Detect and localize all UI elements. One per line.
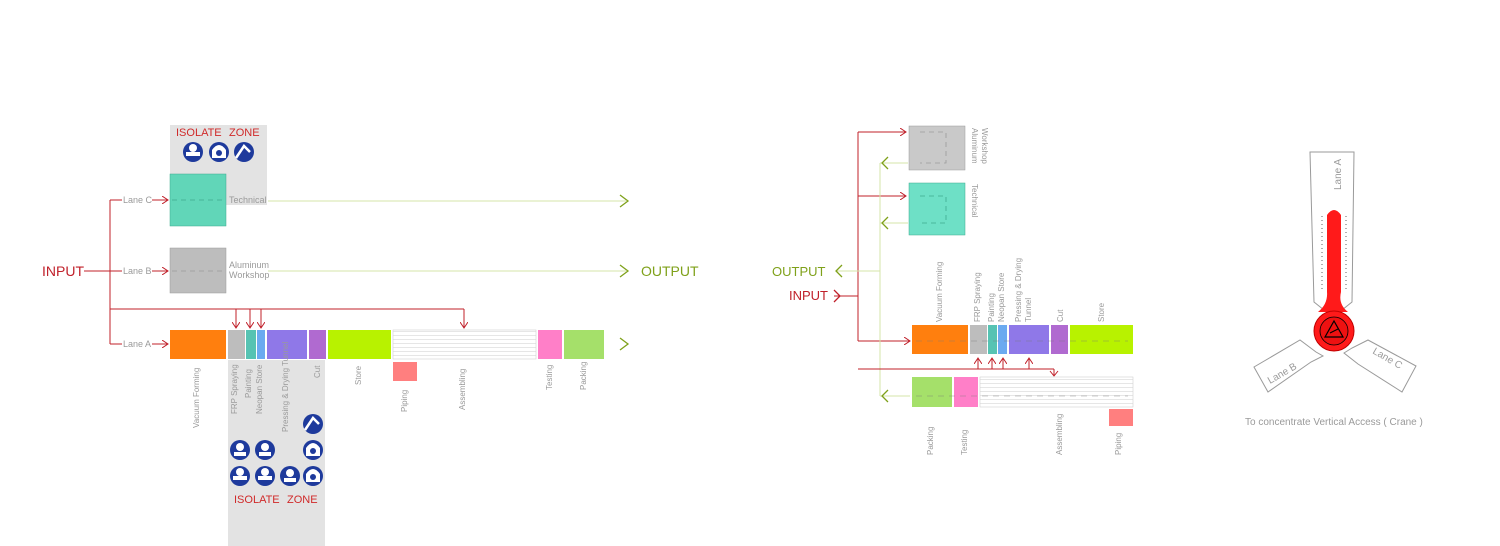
middle-label-frp-spraying: FRP Spraying	[973, 272, 982, 322]
aluminum-workshop-block	[169, 247, 227, 294]
lane-b-label: Lane B	[123, 266, 152, 276]
middle-label-vacuum-forming: Vacuum Forming	[935, 262, 944, 322]
lane-a-label: Lane A	[123, 339, 151, 349]
block-testing	[538, 330, 562, 359]
ppe-breathing-icon	[303, 414, 323, 434]
block-frp-spraying	[228, 330, 245, 359]
label-painting: Painting	[244, 369, 253, 398]
middle-block-piping	[1109, 409, 1133, 426]
ppe-mask-icon	[230, 440, 250, 460]
block-piping	[393, 362, 417, 381]
lane-a-output-arrow	[619, 337, 630, 351]
crane-warning-icon	[1323, 319, 1345, 338]
middle-block-cut	[1051, 325, 1068, 354]
middle-diagram: INPUT OUTPUT Aluminum Workshop Technical…	[772, 125, 1134, 455]
middle-label-pressing-drying-1: Pressing & Drying	[1014, 258, 1023, 322]
middle-block-store	[1070, 325, 1133, 354]
block-cut	[309, 330, 326, 359]
isolate-zone-bottom-label-2: ZONE	[287, 494, 318, 506]
middle-label-pressing-drying-2: Tunnel	[1024, 298, 1033, 322]
middle-label-neopan-store: Neopan Store	[997, 272, 1006, 322]
left-diagram: ISOLATE ZONE INPUT Lane C Lane B Lane A	[42, 125, 699, 546]
middle-aluminum-label-2: Workshop	[980, 128, 989, 164]
block-packing	[564, 330, 604, 359]
label-cut: Cut	[313, 365, 322, 378]
ppe-face-shield-icon	[303, 466, 323, 486]
ppe-breathing-icon	[234, 142, 254, 162]
right-diagram: Lane A Lane B Lane C To concentrate Vert…	[1245, 151, 1423, 428]
middle-output-label: OUTPUT	[772, 264, 826, 279]
label-packing: Packing	[579, 362, 588, 390]
middle-technical-label: Technical	[970, 184, 979, 218]
label-piping: Piping	[400, 390, 409, 412]
isolate-zone-bottom-label-1: ISOLATE	[234, 494, 280, 506]
lane-b-arm	[1253, 339, 1325, 393]
crane-boom	[1318, 210, 1348, 312]
block-neopan-store	[257, 330, 265, 359]
technical-label: Technical	[229, 195, 267, 205]
ppe-goggles-icon	[230, 466, 250, 486]
ppe-face-shield-icon	[303, 440, 323, 460]
block-painting	[246, 330, 256, 359]
middle-block-painting	[988, 325, 997, 354]
middle-block-testing	[954, 377, 978, 407]
lane-b-output-arrow	[619, 264, 630, 278]
block-assembling	[392, 329, 537, 360]
ppe-mask-icon	[280, 466, 300, 486]
middle-label-packing: Packing	[926, 427, 935, 455]
left-input-label: INPUT	[42, 263, 84, 279]
block-pressing-drying	[267, 330, 307, 359]
middle-block-neopan-store	[998, 325, 1007, 354]
label-frp-spraying: FRP Spraying	[230, 364, 239, 414]
label-vacuum-forming: Vacuum Forming	[192, 368, 201, 428]
label-store: Store	[354, 365, 363, 385]
block-vacuum-forming	[170, 330, 226, 359]
middle-technical-block	[908, 182, 966, 236]
isolate-zone-top-label-2: ZONE	[229, 127, 260, 139]
label-assembling: Assembling	[458, 369, 467, 410]
middle-label-store: Store	[1097, 302, 1106, 322]
middle-block-assembling	[979, 376, 1134, 408]
middle-label-painting: Painting	[987, 293, 996, 322]
lane-a-label: Lane A	[1333, 159, 1344, 190]
middle-label-cut: Cut	[1056, 309, 1065, 322]
label-neopan-store: Neopan Store	[255, 364, 264, 414]
middle-label-testing: Testing	[960, 430, 969, 455]
crane-caption: To concentrate Vertical Access ( Crane )	[1245, 417, 1423, 428]
lane-c-output-arrow	[619, 194, 630, 208]
label-testing: Testing	[545, 365, 554, 390]
aluminum-label-2: Workshop	[229, 270, 269, 280]
middle-label-piping: Piping	[1114, 433, 1123, 455]
middle-block-frp-spraying	[970, 325, 987, 354]
middle-label-assembling: Assembling	[1055, 414, 1064, 455]
block-store	[328, 330, 391, 359]
technical-block	[169, 173, 227, 227]
middle-block-packing	[912, 377, 952, 407]
middle-input-label: INPUT	[789, 288, 828, 303]
label-pressing-drying: Pressing & Drying Tunnel	[281, 342, 290, 432]
isolate-zone-top-label-1: ISOLATE	[176, 127, 222, 139]
ppe-goggles-icon	[183, 142, 203, 162]
lane-c-arm	[1343, 339, 1417, 393]
ppe-face-shield-icon	[209, 142, 229, 162]
middle-aluminum-label-1: Aluminum	[970, 128, 979, 164]
left-output-label: OUTPUT	[641, 263, 699, 279]
ppe-mask-icon	[255, 440, 275, 460]
middle-block-pressing-drying	[1009, 325, 1049, 354]
aluminum-label-1: Aluminum	[229, 260, 269, 270]
middle-block-vacuum-forming	[912, 325, 968, 354]
lane-c-label: Lane C	[123, 195, 153, 205]
ppe-goggles-icon	[255, 466, 275, 486]
